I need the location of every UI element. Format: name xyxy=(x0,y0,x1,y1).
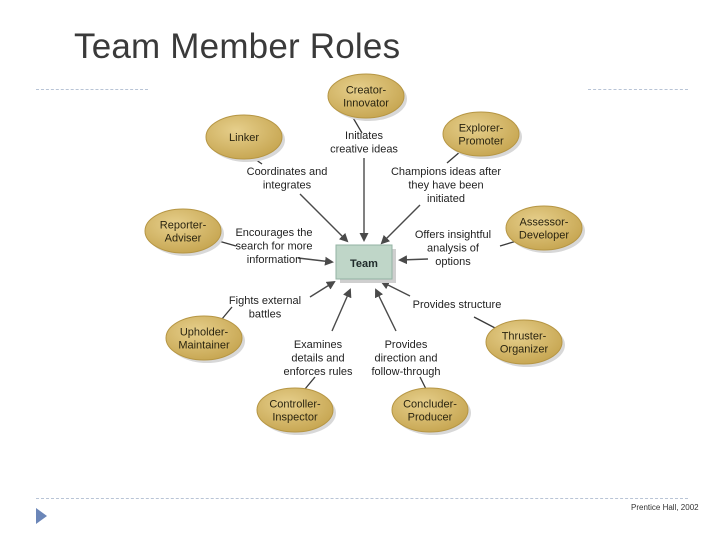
role-description-upholder: Fights external battles xyxy=(229,295,301,321)
role-bubble-creator: Creator-Innovator xyxy=(327,73,407,121)
description-line: Provides structure xyxy=(413,299,502,311)
title-divider-left xyxy=(36,89,148,90)
description-line: follow-through xyxy=(371,366,440,378)
role-bubble-upholder: Upholder-Maintainer xyxy=(165,315,245,363)
role-bubble-explorer: Explorer-Promoter xyxy=(442,111,522,159)
role-label-thruster: Thruster- xyxy=(502,331,547,343)
role-bubble-thruster: Thruster-Organizer xyxy=(485,319,565,367)
role-tail-concluder xyxy=(419,376,427,390)
footer-divider xyxy=(36,498,688,499)
role-label-concluder: Concluder- xyxy=(403,399,457,411)
role-bubble-reporter: Reporter-Adviser xyxy=(144,208,224,256)
role-bubble-assessor: Assessor-Developer xyxy=(505,205,585,253)
role-label-thruster: Organizer xyxy=(500,344,549,356)
description-line: direction and xyxy=(375,353,438,365)
description-line: information xyxy=(247,254,301,266)
role-tail-controller xyxy=(304,376,316,390)
role-bubble-controller: Controller-Inspector xyxy=(256,387,336,435)
role-label-creator: Innovator xyxy=(343,98,389,110)
description-line: details and xyxy=(291,353,344,365)
role-description-thruster: Provides structure xyxy=(413,299,502,311)
role-description-explorer: Champions ideas after they have beeniniti… xyxy=(391,166,501,205)
role-label-reporter: Reporter- xyxy=(160,220,207,232)
role-label-assessor: Assessor- xyxy=(520,217,569,229)
role-description-creator: Initiates creative ideas xyxy=(330,130,398,156)
arrow-linker xyxy=(299,193,349,243)
role-label-creator: Creator- xyxy=(346,85,387,97)
arrow-thruster xyxy=(380,281,411,297)
description-line: creative ideas xyxy=(330,144,398,156)
description-line: integrates xyxy=(263,180,312,192)
role-label-controller: Controller- xyxy=(269,399,321,411)
role-bubble-concluder: Concluder-Producer xyxy=(391,387,471,435)
role-label-explorer: Explorer- xyxy=(459,123,504,135)
description-line: options xyxy=(435,256,471,268)
description-line: Coordinates and xyxy=(247,166,328,178)
next-slide-arrow-icon[interactable] xyxy=(36,508,47,524)
role-description-linker: Coordinates and integrates xyxy=(247,166,328,192)
description-line: enforces rules xyxy=(283,366,353,378)
slide-title: Team Member Roles xyxy=(74,27,401,66)
description-line: Fights external xyxy=(229,295,301,307)
arrow-assessor xyxy=(398,255,429,265)
role-label-reporter: Adviser xyxy=(165,233,202,245)
team-label: Team xyxy=(350,258,378,270)
source-credit: Prentice Hall, 2002 xyxy=(631,503,699,512)
description-line: Examines xyxy=(294,339,343,351)
team-box: Team xyxy=(335,244,396,283)
description-line: battles xyxy=(249,309,282,321)
role-label-upholder: Maintainer xyxy=(178,340,230,352)
role-label-linker: Linker xyxy=(229,132,259,144)
arrow-upholder xyxy=(309,280,336,298)
arrow-controller xyxy=(331,288,352,332)
role-label-concluder: Producer xyxy=(408,412,453,424)
role-bubble-linker: Linker xyxy=(205,114,285,162)
description-line: Initiates xyxy=(345,130,383,142)
description-line: analysis of xyxy=(427,243,480,255)
description-line: they have been xyxy=(408,180,483,192)
role-tail-thruster xyxy=(473,316,498,330)
role-label-assessor: Developer xyxy=(519,230,569,242)
description-line: initiated xyxy=(427,193,465,205)
description-line: Encourages the xyxy=(235,227,312,239)
role-label-upholder: Upholder- xyxy=(180,327,229,339)
arrow-explorer xyxy=(380,204,421,245)
description-line: Champions ideas after xyxy=(391,166,501,178)
role-tail-upholder xyxy=(221,306,233,320)
arrow-reporter xyxy=(297,256,334,266)
title-divider-right xyxy=(588,89,688,90)
description-line: search for more xyxy=(235,241,312,253)
arrow-concluder xyxy=(375,288,397,332)
role-label-explorer: Promoter xyxy=(458,136,504,148)
description-line: Offers insightful xyxy=(415,229,491,241)
role-label-controller: Inspector xyxy=(272,412,318,424)
description-line: Provides xyxy=(385,339,428,351)
